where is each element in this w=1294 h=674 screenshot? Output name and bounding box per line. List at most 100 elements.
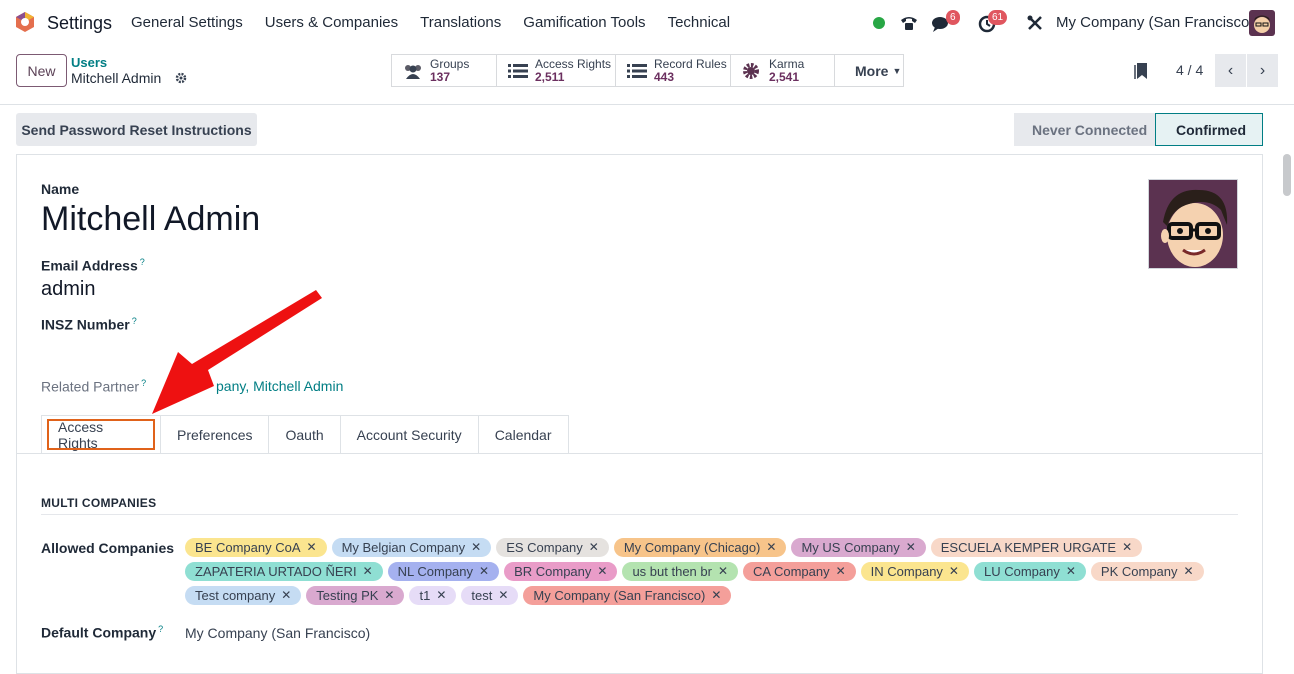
tab-account-security[interactable]: Account Security [340, 415, 479, 454]
status-bar: Never Connected Confirmed [1014, 113, 1263, 146]
breadcrumb-parent[interactable]: Users [71, 55, 108, 70]
more-button[interactable]: More ▼ [835, 55, 903, 86]
remove-tag-icon[interactable]: ✕ [498, 588, 509, 602]
tab-divider [17, 453, 1262, 454]
remove-tag-icon[interactable]: ✕ [281, 588, 292, 602]
company-tag[interactable]: ESCUELA KEMPER URGATE✕ [930, 538, 1143, 557]
gear-icon[interactable] [175, 72, 187, 84]
related-partner-label-text: Related Partner [41, 378, 140, 395]
related-partner-link[interactable]: pany, Mitchell Admin [216, 378, 344, 394]
user-avatar[interactable] [1249, 10, 1275, 36]
odoo-logo-icon[interactable] [14, 11, 36, 33]
pager-next-button[interactable]: › [1247, 54, 1278, 87]
remove-tag-icon[interactable]: ✕ [711, 588, 722, 602]
company-tag[interactable]: Testing PK✕ [306, 586, 405, 605]
company-switcher[interactable]: My Company (San Francisco) [1056, 14, 1255, 31]
remove-tag-icon[interactable]: ✕ [1183, 564, 1194, 578]
help-icon[interactable]: ? [141, 378, 147, 388]
app-name[interactable]: Settings [47, 13, 113, 33]
company-tag-label: test [471, 588, 493, 603]
status-never-connected[interactable]: Never Connected [1014, 113, 1155, 146]
tab-preferences[interactable]: Preferences [161, 415, 270, 454]
remove-tag-icon[interactable]: ✕ [306, 540, 317, 554]
default-company-field[interactable]: My Company (San Francisco) [185, 625, 371, 641]
help-icon[interactable]: ? [158, 624, 164, 634]
remove-tag-icon[interactable]: ✕ [766, 540, 777, 554]
email-label-text: Email Address [41, 257, 138, 274]
user-photo[interactable] [1148, 179, 1238, 269]
company-tag[interactable]: t1 ✕ [409, 586, 457, 605]
default-company-label-text: Default Company [41, 624, 157, 641]
remove-tag-icon[interactable]: ✕ [948, 564, 959, 578]
company-tag[interactable]: CA Company✕ [743, 562, 856, 581]
company-tag[interactable]: My Company (San Francisco)✕ [523, 586, 732, 605]
remove-tag-icon[interactable]: ✕ [479, 564, 490, 578]
pager-value[interactable]: 4 / 4 [1176, 62, 1204, 78]
remove-tag-icon[interactable]: ✕ [588, 540, 599, 554]
remove-tag-icon[interactable]: ✕ [1065, 564, 1076, 578]
phone-icon[interactable] [898, 12, 920, 34]
company-tag-label: ES Company [506, 540, 583, 555]
name-label: Name [41, 181, 80, 197]
remove-tag-icon[interactable]: ✕ [835, 564, 846, 578]
company-tag[interactable]: test ✕ [461, 586, 519, 605]
related-partner-label: Related Partner? [41, 378, 146, 395]
highlight-box [47, 419, 155, 450]
company-tag-label: IN Company [870, 564, 943, 579]
company-tag[interactable]: Test company✕ [185, 586, 302, 605]
email-field[interactable]: admin [41, 278, 96, 300]
scrollbar[interactable] [1281, 154, 1291, 654]
groups-label: Groups [430, 56, 470, 71]
more-label: More [855, 62, 889, 79]
menu-gamification-tools[interactable]: Gamification Tools [523, 14, 646, 31]
company-tag[interactable]: IN Company ✕ [860, 562, 969, 581]
allowed-companies-field[interactable]: BE Company CoA✕My Belgian Company✕ES Com… [185, 538, 1245, 605]
menu-translations[interactable]: Translations [420, 14, 502, 31]
company-tag[interactable]: NL Company✕ [387, 562, 500, 581]
tab-oauth[interactable]: Oauth [269, 415, 341, 454]
remove-tag-icon[interactable]: ✕ [597, 564, 608, 578]
messages-badge: 6 [946, 10, 960, 25]
menu-users-companies[interactable]: Users & Companies [264, 14, 399, 31]
remove-tag-icon[interactable]: ✕ [362, 564, 373, 578]
company-tag[interactable]: us but then br✕ [622, 562, 739, 581]
status-confirmed[interactable]: Confirmed [1155, 113, 1263, 146]
remove-tag-icon[interactable]: ✕ [384, 588, 395, 602]
scrollbar-thumb[interactable] [1283, 154, 1291, 196]
help-icon[interactable]: ? [139, 257, 145, 267]
tab-calendar[interactable]: Calendar [478, 415, 569, 454]
email-label: Email Address? [41, 257, 145, 274]
menu-technical[interactable]: Technical [667, 14, 731, 31]
remove-tag-icon[interactable]: ✕ [471, 540, 482, 554]
remove-tag-icon[interactable]: ✕ [1122, 540, 1133, 554]
company-tag[interactable]: BR Company✕ [504, 562, 618, 581]
company-tag[interactable]: My Company (Chicago)✕ [613, 538, 787, 557]
remove-tag-icon[interactable]: ✕ [717, 564, 729, 578]
pager-previous-button[interactable]: ‹ [1215, 54, 1246, 87]
company-tag[interactable]: My US Company✕ [791, 538, 926, 557]
company-tag-label: t1 [419, 588, 431, 603]
bookmark-icon[interactable] [1134, 62, 1148, 80]
send-password-reset-button[interactable]: Send Password Reset Instructions [16, 113, 257, 146]
remove-tag-icon[interactable]: ✕ [905, 540, 916, 554]
company-tag[interactable]: PK Company✕ [1090, 562, 1204, 581]
company-tag[interactable]: ES Company ✕ [496, 538, 609, 557]
company-tag[interactable]: BE Company CoA✕ [185, 538, 327, 557]
chat-icon[interactable] [930, 12, 952, 34]
help-icon[interactable]: ? [131, 316, 137, 326]
tab-access-rights[interactable]: Access Rights [41, 415, 161, 454]
menu-general-settings[interactable]: General Settings [131, 14, 243, 31]
list-icon [508, 63, 528, 78]
company-tag[interactable]: My Belgian Company✕ [331, 538, 492, 557]
new-button[interactable]: New [16, 54, 67, 87]
company-tag[interactable]: ZAPATERIA URTADO ÑERI✕ [185, 562, 383, 581]
company-tag[interactable]: LU Company✕ [973, 562, 1086, 581]
caret-down-icon: ▼ [892, 65, 902, 76]
name-field[interactable]: Mitchell Admin [41, 200, 261, 238]
remove-tag-icon[interactable]: ✕ [436, 588, 447, 602]
tools-icon[interactable] [1024, 12, 1046, 34]
